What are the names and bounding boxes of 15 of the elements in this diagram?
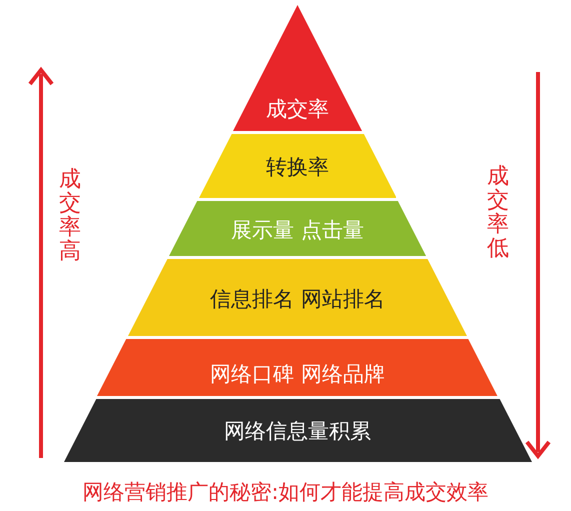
side-label: 成交率低 — [486, 165, 510, 261]
level-label: 网络信息量积累 — [223, 418, 372, 445]
caption: 网络营销推广的秘密:如何才能提高成交效率 — [81, 479, 490, 506]
side-label: 成交率高 — [58, 168, 82, 264]
pyramid-apex — [232, 5, 362, 131]
pyramid-level — [64, 399, 532, 462]
pyramid-level — [198, 134, 396, 198]
level-label: 网络口碑 网络品牌 — [209, 361, 386, 388]
level-label: 信息排名 网站排名 — [209, 286, 386, 313]
pyramid-level — [168, 201, 426, 256]
level-label: 成交率 — [264, 96, 330, 123]
pyramid-level — [97, 339, 498, 396]
pyramid-level — [128, 259, 467, 336]
level-label: 转换率 — [264, 154, 330, 181]
level-label: 展示量 点击量 — [230, 217, 365, 244]
